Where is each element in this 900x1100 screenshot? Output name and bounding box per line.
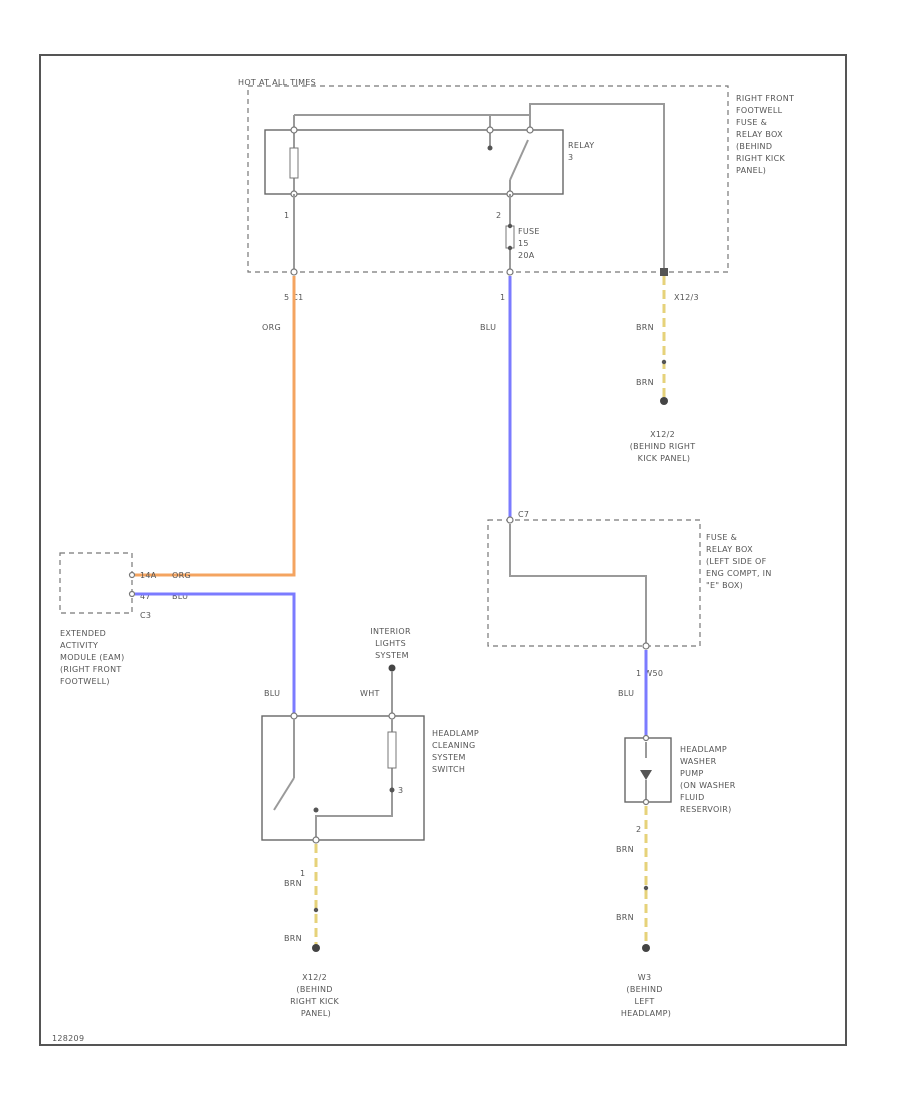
module-pin-47 bbox=[128, 590, 136, 598]
connector-w50-label: 1 W50 bbox=[636, 669, 663, 678]
connector-1-pin bbox=[506, 268, 514, 276]
brn-wire-pump-label-1: BRN bbox=[616, 845, 634, 854]
switch-pin-1-label: 1 bbox=[300, 869, 305, 878]
switch-pin-3-dot bbox=[389, 787, 395, 793]
connector-c1-pin bbox=[290, 268, 298, 276]
right-footwell-fuse-box-outline bbox=[247, 85, 729, 273]
brn-splice-top-right bbox=[661, 359, 667, 365]
connector-w50-pin bbox=[642, 642, 650, 650]
ground-w3-label: W3 (BEHIND LEFT HEADLAMP) bbox=[621, 973, 671, 1018]
module-pin-14a-label: 14A bbox=[140, 571, 157, 580]
headlamp-cleaning-switch-box bbox=[261, 715, 425, 841]
relay-contact-dot bbox=[487, 145, 493, 151]
relay-switch-arm bbox=[509, 139, 529, 181]
ground-loop-wire bbox=[529, 103, 665, 272]
org-wire bbox=[135, 276, 296, 577]
pump-motor-symbol bbox=[640, 770, 652, 780]
org-wire-label: ORG bbox=[262, 323, 281, 332]
fuse-dot-top bbox=[507, 223, 513, 229]
pump-pin-bottom bbox=[642, 798, 650, 806]
switch-contact-dot bbox=[313, 807, 319, 813]
blu-wire-switch-label: BLU bbox=[264, 689, 280, 698]
relay-pin-2-label: 2 bbox=[496, 211, 501, 220]
switch-pin-right-top bbox=[388, 712, 396, 720]
relay-pin-top-mid bbox=[486, 126, 494, 134]
relay-pin-top-left bbox=[290, 126, 298, 134]
right-footwell-fuse-box-label: RIGHT FRONT FOOTWELL FUSE & RELAY BOX (B… bbox=[736, 94, 797, 175]
pump-pin-top bbox=[642, 734, 650, 742]
ground-x12-2-top-label: X12/2 (BEHIND RIGHT KICK PANEL) bbox=[630, 430, 699, 463]
left-engine-fuse-box-outline bbox=[487, 519, 701, 647]
switch-right-internal-wire bbox=[315, 719, 393, 840]
relay-pin-top-right bbox=[526, 126, 534, 134]
module-wire-b-label: BLU bbox=[172, 592, 188, 601]
pump-pin-2-label: 2 bbox=[636, 825, 641, 834]
connector-c7-pin bbox=[506, 516, 514, 524]
brn-splice-pump bbox=[643, 885, 649, 891]
brn-wire-pump-label-2: BRN bbox=[616, 913, 634, 922]
module-pin-14a bbox=[128, 571, 136, 579]
wht-wire-label: WHT bbox=[360, 689, 380, 698]
switch-lever bbox=[273, 777, 295, 811]
ground-x12-2-bottom-dot bbox=[312, 944, 320, 952]
relay-3-label: RELAY 3 bbox=[568, 141, 597, 162]
module-pin-47-label: 47 bbox=[140, 592, 151, 601]
fuse-dot-bottom bbox=[507, 245, 513, 251]
fuse-15-symbol bbox=[505, 225, 515, 249]
brn-wire-switch-label-2: BRN bbox=[284, 934, 302, 943]
brn-wire-switch-label-1: BRN bbox=[284, 879, 302, 888]
brn-splice-switch bbox=[313, 907, 319, 913]
extended-activity-module-outline bbox=[59, 552, 133, 614]
switch-pin-left-top bbox=[290, 712, 298, 720]
blu-wire-pump-label: BLU bbox=[618, 689, 634, 698]
hot-bus-wire bbox=[294, 114, 531, 130]
ground-x12-2-bottom-label: X12/2 (BEHIND RIGHT KICK PANEL) bbox=[290, 973, 342, 1018]
blu-wire-switch bbox=[135, 592, 296, 715]
interior-lights-label: INTERIOR LIGHTS SYSTEM bbox=[370, 627, 413, 660]
left-engine-fuse-box-label: FUSE & RELAY BOX (LEFT SIDE OF ENG COMPT… bbox=[706, 533, 774, 590]
connector-x12-3 bbox=[660, 268, 668, 276]
switch-pin-bottom bbox=[312, 836, 320, 844]
brn-wire-top-right-label-2: BRN bbox=[636, 378, 654, 387]
connector-1-label: 1 bbox=[500, 293, 505, 302]
diagram-frame bbox=[39, 54, 847, 1046]
headlamp-washer-pump-label: HEADLAMP WASHER PUMP (ON WASHER FLUID RE… bbox=[680, 745, 738, 814]
switch-pin-3-label: 3 bbox=[398, 786, 403, 795]
relay-3-box bbox=[264, 129, 564, 195]
relay-coil bbox=[289, 147, 299, 179]
module-wire-a-label: ORG bbox=[172, 571, 191, 580]
brn-wire-top-right-label-1: BRN bbox=[636, 323, 654, 332]
diagram-code: 128209 bbox=[52, 1034, 84, 1043]
module-connector-c3-label: C3 bbox=[140, 611, 151, 620]
ground-x12-2-top-dot bbox=[660, 397, 668, 405]
switch-resistor bbox=[387, 731, 397, 769]
extended-activity-module-label: EXTENDED ACTIVITY MODULE (EAM) (RIGHT FR… bbox=[60, 629, 127, 686]
interior-lights-dot bbox=[388, 664, 396, 672]
ground-w3-dot bbox=[642, 944, 650, 952]
fuse-15-label: FUSE 15 20A bbox=[518, 227, 543, 260]
hot-at-all-times-label: HOT AT ALL TIMES bbox=[238, 78, 316, 87]
blu-wire-main-label: BLU bbox=[480, 323, 496, 332]
left-fuse-box-internal-wire bbox=[509, 524, 647, 646]
connector-c7-label: C7 bbox=[518, 510, 529, 519]
connector-x12-3-label: X12/3 bbox=[674, 293, 699, 302]
relay-pin-1-label: 1 bbox=[284, 211, 289, 220]
headlamp-cleaning-switch-label: HEADLAMP CLEANING SYSTEM SWITCH bbox=[432, 729, 482, 774]
